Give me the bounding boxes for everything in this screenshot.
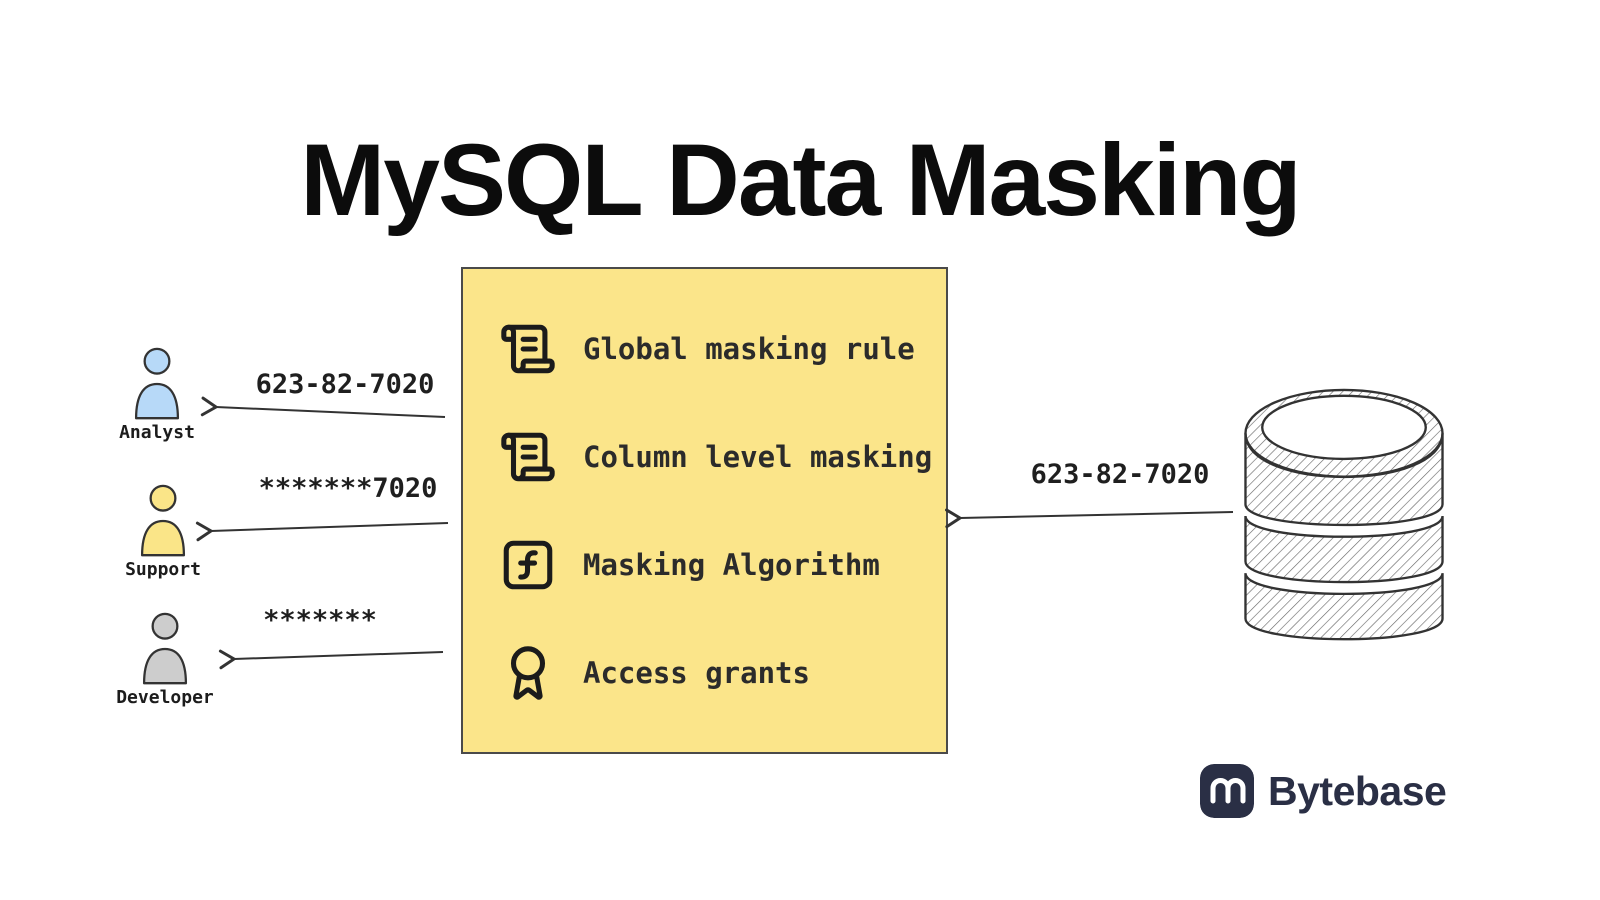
analyst-masked-value: 623-82-7020 — [255, 369, 435, 400]
database-icon — [1239, 386, 1449, 652]
bytebase-logo-icon — [1200, 764, 1254, 818]
bytebase-logo: Bytebase — [1200, 764, 1447, 818]
analyst-label: Analyst — [119, 422, 195, 443]
masking-item-access-grants: Access grants — [499, 619, 946, 727]
masking-panel: Global masking rule Column level masking… — [461, 267, 948, 754]
developer-label: Developer — [116, 687, 214, 708]
masking-item-global-rule: Global masking rule — [499, 295, 946, 403]
support-label: Support — [125, 559, 201, 580]
developer-person-icon — [133, 611, 197, 687]
masking-item-label: Masking Algorithm — [583, 547, 880, 582]
developer-masked-value: ******* — [263, 605, 377, 636]
masking-item-column-level: Column level masking — [499, 403, 946, 511]
masking-item-label: Column level masking — [583, 439, 933, 474]
support-person-icon — [131, 483, 195, 559]
arrow-panel-to-developer — [218, 649, 444, 670]
analyst-person-icon — [125, 346, 189, 422]
database-value: 623-82-7020 — [1030, 459, 1210, 490]
function-square-icon — [499, 536, 557, 594]
scroll-icon — [499, 428, 557, 486]
arrow-database-to-panel — [944, 508, 1234, 529]
bytebase-wordmark: Bytebase — [1268, 767, 1447, 814]
masking-item-label: Access grants — [583, 655, 810, 690]
arrow-panel-to-support — [195, 521, 449, 542]
award-icon — [499, 644, 557, 702]
diagram-title: MySQL Data Masking — [300, 123, 1301, 237]
scroll-icon — [499, 320, 557, 378]
masking-item-label: Global masking rule — [583, 331, 915, 366]
masking-item-algorithm: Masking Algorithm — [499, 511, 946, 619]
support-masked-value: *******7020 — [258, 473, 438, 504]
arrow-panel-to-analyst — [200, 396, 446, 418]
